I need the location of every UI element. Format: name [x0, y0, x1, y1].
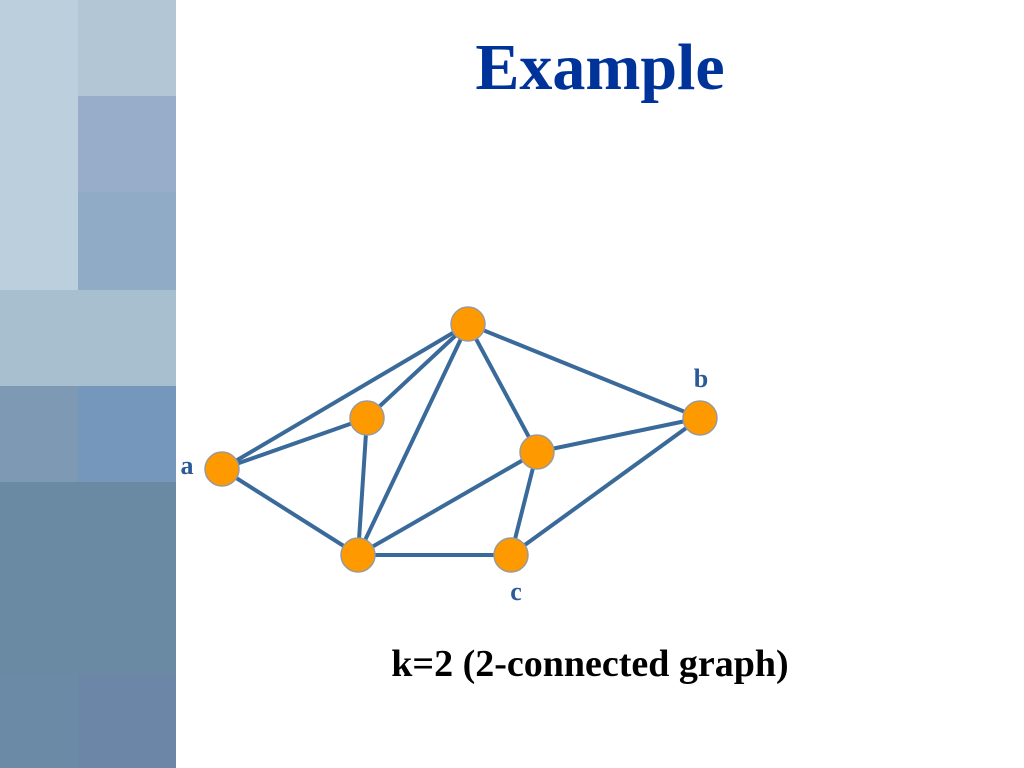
graph-node-c — [493, 537, 529, 573]
side-tile — [78, 96, 176, 192]
graph-edge-a-top — [220, 322, 470, 471]
side-decoration-panel — [0, 0, 176, 768]
side-tile — [78, 386, 176, 482]
slide-caption: k=2 (2-connected graph) — [391, 643, 789, 685]
graph-node-top — [450, 306, 486, 342]
side-tile — [0, 674, 78, 768]
side-tile — [0, 386, 78, 482]
graph-edge-top-middle-right — [466, 322, 539, 454]
side-tile — [78, 192, 176, 290]
side-tile — [78, 674, 176, 768]
slide-title: Example — [475, 31, 725, 104]
graph-edge-middle-right-b — [535, 416, 702, 454]
side-tile — [0, 482, 176, 674]
edges-layer — [220, 322, 702, 557]
graph-edge-top-bottom-left — [356, 322, 470, 557]
graph-node-upper-left — [349, 400, 385, 436]
graph-edge-middle-right-bottom-left — [356, 450, 539, 557]
nodes-layer — [204, 306, 718, 573]
graph-node-bottom-left — [340, 537, 376, 573]
labels-layer: a b c — [181, 364, 709, 606]
graph-edge-c-b — [509, 416, 702, 557]
graph-edge-upper-left-bottom-left — [356, 416, 369, 557]
graph-edge-upper-left-top — [365, 322, 470, 420]
node-label-b: b — [694, 364, 708, 393]
node-label-a: a — [181, 451, 194, 480]
graph-node-b — [682, 400, 718, 436]
graph-edge-a-bottom-left — [220, 467, 360, 557]
graph-node-a — [204, 451, 240, 487]
node-label-c: c — [510, 577, 522, 606]
graph-node-middle-right — [519, 434, 555, 470]
side-tile — [78, 0, 176, 96]
side-tile — [0, 0, 78, 290]
side-tile — [0, 290, 176, 386]
graph-edge-a-upper-left — [220, 416, 369, 471]
graph-edge-top-b — [466, 322, 702, 420]
